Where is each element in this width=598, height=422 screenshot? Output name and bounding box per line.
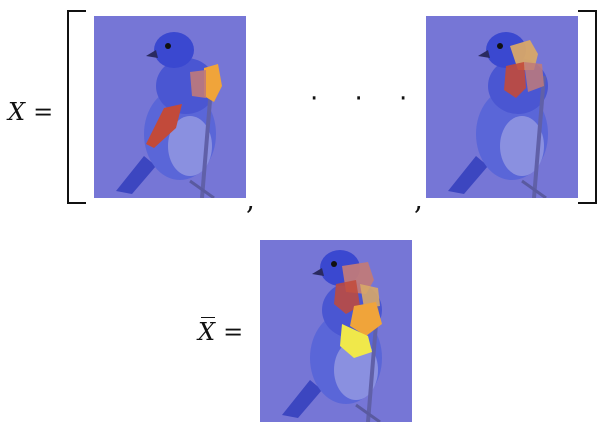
attention-map-1 xyxy=(94,16,246,198)
highlight-orange xyxy=(350,302,382,336)
aggregated-attention-map xyxy=(260,240,412,422)
highlight-red xyxy=(504,62,526,98)
attention-map-n xyxy=(426,16,578,198)
variable-x: X xyxy=(8,98,26,126)
highlight-orange xyxy=(204,64,222,102)
highlight-red xyxy=(146,104,182,148)
equals-sign: = xyxy=(223,318,244,346)
highlight-red xyxy=(334,280,360,314)
highlight-yellow xyxy=(340,324,372,358)
variable-x-bar: X xyxy=(198,317,216,346)
highlight-pink xyxy=(190,70,206,98)
equation-top-label: X= xyxy=(8,100,53,124)
highlight-tan xyxy=(510,40,538,70)
equation-bottom-label: X= xyxy=(198,317,244,346)
separator-2: , xyxy=(414,183,423,216)
right-bracket xyxy=(578,10,597,204)
highlight-tan xyxy=(360,284,380,308)
left-bracket xyxy=(67,10,86,204)
highlight-pink xyxy=(524,62,544,92)
equals-sign: = xyxy=(33,98,54,126)
ellipsis: · · · xyxy=(310,84,422,114)
separator-1: , xyxy=(246,183,255,216)
